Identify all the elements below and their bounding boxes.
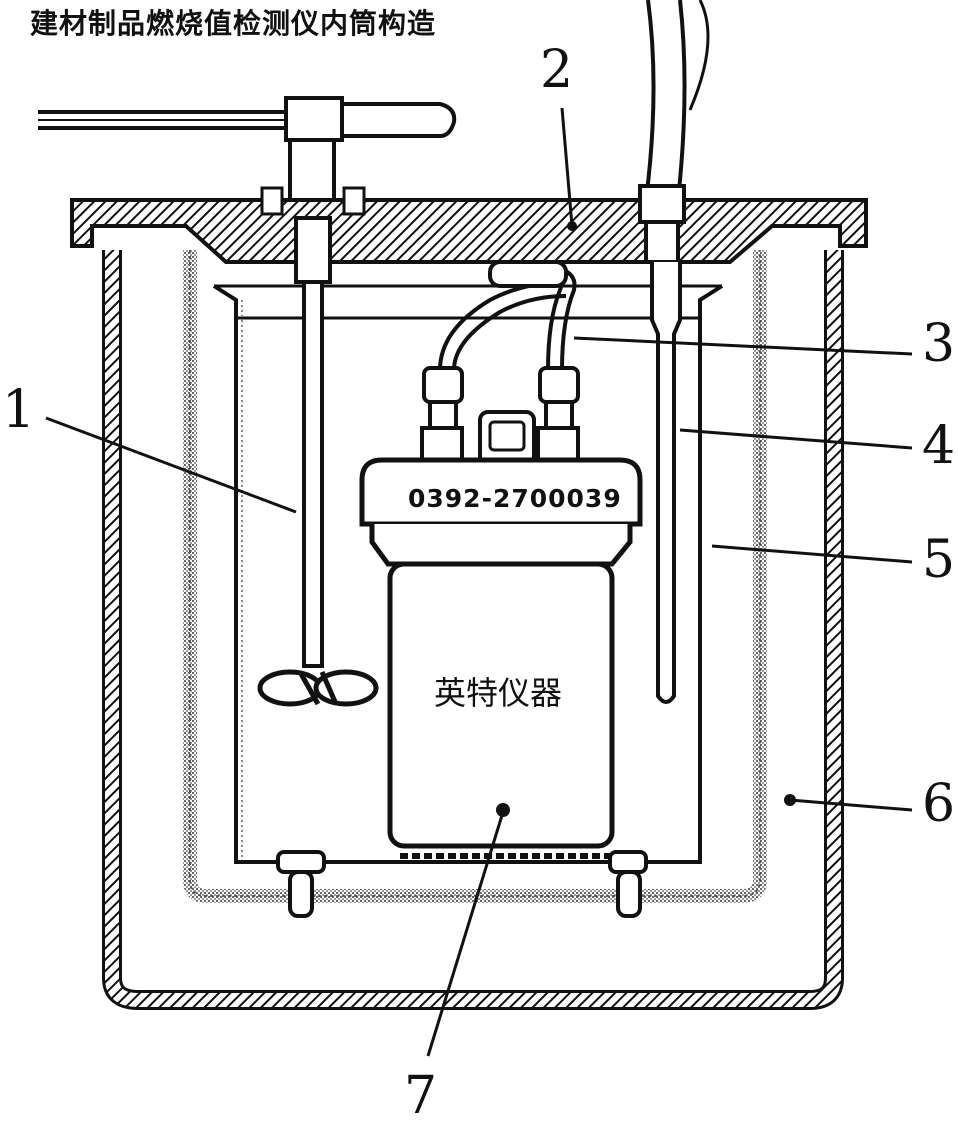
callout-3: 3 [922, 314, 956, 374]
callout-6: 6 [922, 774, 956, 834]
inner-jacket [183, 250, 767, 903]
bomb-brand-label: 英特仪器 [434, 674, 563, 712]
leader-lines [45, 107, 913, 1057]
oxygen-bomb [359, 260, 643, 849]
thermometer [638, 0, 710, 704]
stirrer [38, 96, 457, 707]
callout-2: 2 [540, 40, 574, 100]
callout-5: 5 [922, 530, 956, 590]
callout-7: 7 [404, 1066, 438, 1126]
bomb-phone-label: 0392-2700039 [408, 484, 622, 513]
outer-cylinder [102, 250, 844, 1010]
callout-4: 4 [922, 416, 956, 476]
feet [276, 850, 648, 918]
diagram-title: 建材制品燃烧值检测仪内筒构造 [30, 7, 437, 40]
callout-1: 1 [2, 380, 36, 440]
